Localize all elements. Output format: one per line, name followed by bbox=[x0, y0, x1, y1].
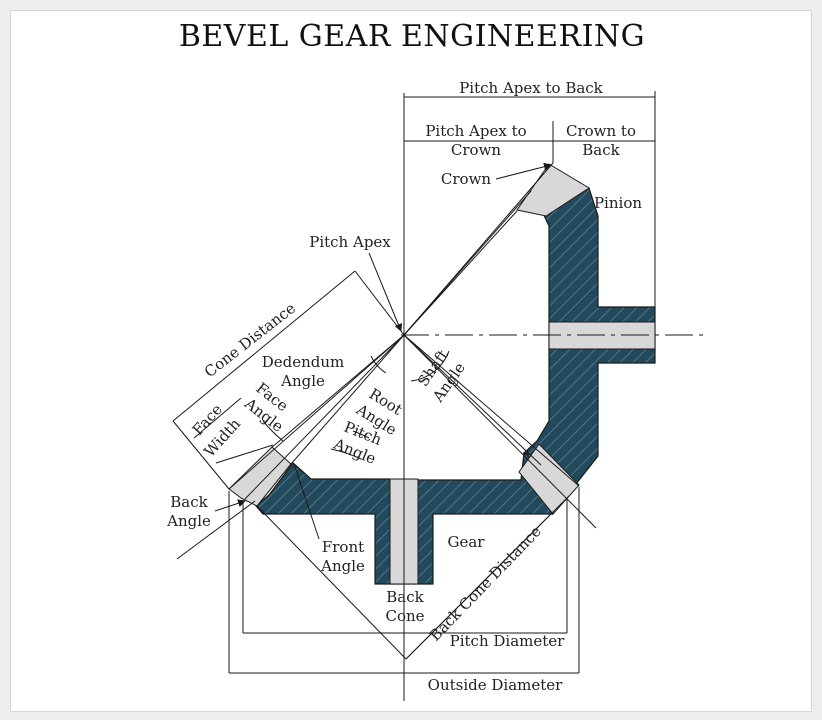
label-dedendum-angle-1: Dedendum bbox=[262, 353, 345, 371]
label-front-angle-1: Front bbox=[322, 538, 364, 556]
label-back-angle-2: Angle bbox=[166, 512, 211, 530]
label-pitch-apex-to-crown-1: Pitch Apex to bbox=[425, 122, 526, 140]
label-pitch-apex-to-crown-2: Crown bbox=[451, 141, 502, 159]
label-pitch-apex-to-back: Pitch Apex to Back bbox=[459, 79, 603, 97]
label-crown: Crown bbox=[441, 170, 492, 188]
label-pinion: Pinion bbox=[594, 194, 642, 212]
label-pitch-apex: Pitch Apex bbox=[309, 233, 391, 251]
gear-back-tooth bbox=[228, 446, 292, 507]
diagram-title: BEVEL GEAR ENGINEERING bbox=[179, 19, 645, 54]
label-dedendum-angle-2: Angle bbox=[280, 372, 325, 390]
label-gear: Gear bbox=[448, 533, 486, 551]
bevel-gear-diagram: BEVEL GEAR ENGINEERING bbox=[166, 19, 706, 701]
label-back-angle-1: Back bbox=[170, 493, 208, 511]
label-back-cone-2: Cone bbox=[385, 607, 424, 625]
label-outside-diameter: Outside Diameter bbox=[428, 676, 564, 694]
label-pitch-diameter: Pitch Diameter bbox=[450, 632, 566, 650]
construction-lines bbox=[172, 91, 706, 701]
label-back-cone-1: Back bbox=[386, 588, 424, 606]
label-front-angle-2: Angle bbox=[320, 557, 365, 575]
label-crown-to-back-2: Back bbox=[582, 141, 620, 159]
diagram-frame: BEVEL GEAR ENGINEERING bbox=[10, 10, 812, 712]
label-back-cone-distance: Back Cone Distance bbox=[426, 522, 545, 644]
label-crown-to-back-1: Crown to bbox=[566, 122, 636, 140]
